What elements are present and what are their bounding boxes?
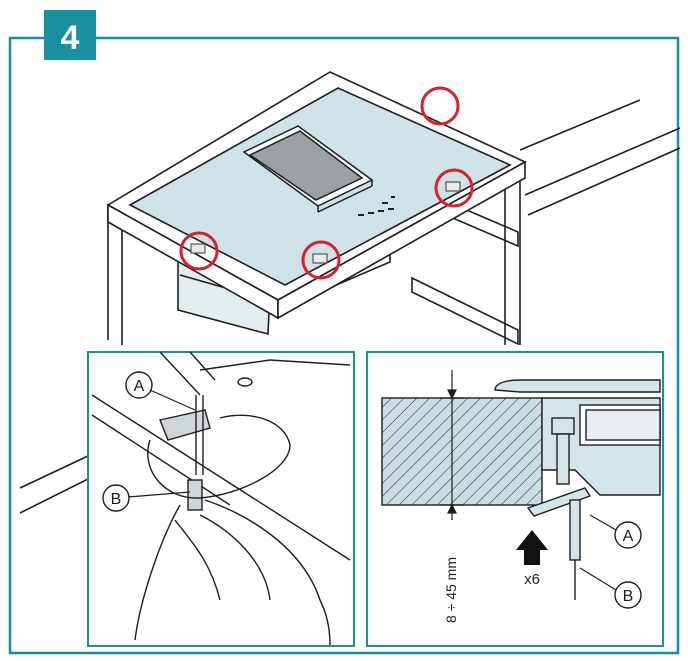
push-arrow-icon — [516, 530, 548, 565]
callout-left-a: A — [125, 371, 196, 411]
marker-circle-front — [301, 240, 341, 280]
quantity-label: x6 — [524, 571, 540, 588]
callout-right-a-label: A — [623, 528, 634, 545]
marker-circle-right — [434, 168, 474, 208]
marker-circles — [179, 86, 474, 280]
callout-right-b-label: B — [623, 588, 634, 605]
marker-circle-left — [179, 231, 219, 271]
mounting-screw-marker-icon — [190, 181, 461, 264]
outer-frame — [8, 36, 680, 655]
callout-left-b-label: B — [111, 491, 122, 508]
downdraft-vent — [242, 125, 374, 213]
callout-left-b: B — [102, 484, 191, 512]
callout-right-a: A — [589, 514, 642, 549]
detail-panel-right: 8 ÷ 45 mm x6 A B — [366, 351, 664, 647]
worktop-section — [381, 397, 543, 506]
step-number: 4 — [61, 19, 80, 57]
detail-panel-left: A B — [87, 351, 355, 647]
worktop-scene — [19, 71, 681, 514]
touch-controls — [358, 196, 395, 216]
callout-right-b: B — [579, 567, 642, 609]
dimension-label: 8 ÷ 45 mm — [443, 557, 459, 623]
step-badge: 4 — [44, 10, 96, 60]
callout-left-a-label: A — [134, 378, 145, 395]
marker-circle-top — [420, 86, 460, 126]
